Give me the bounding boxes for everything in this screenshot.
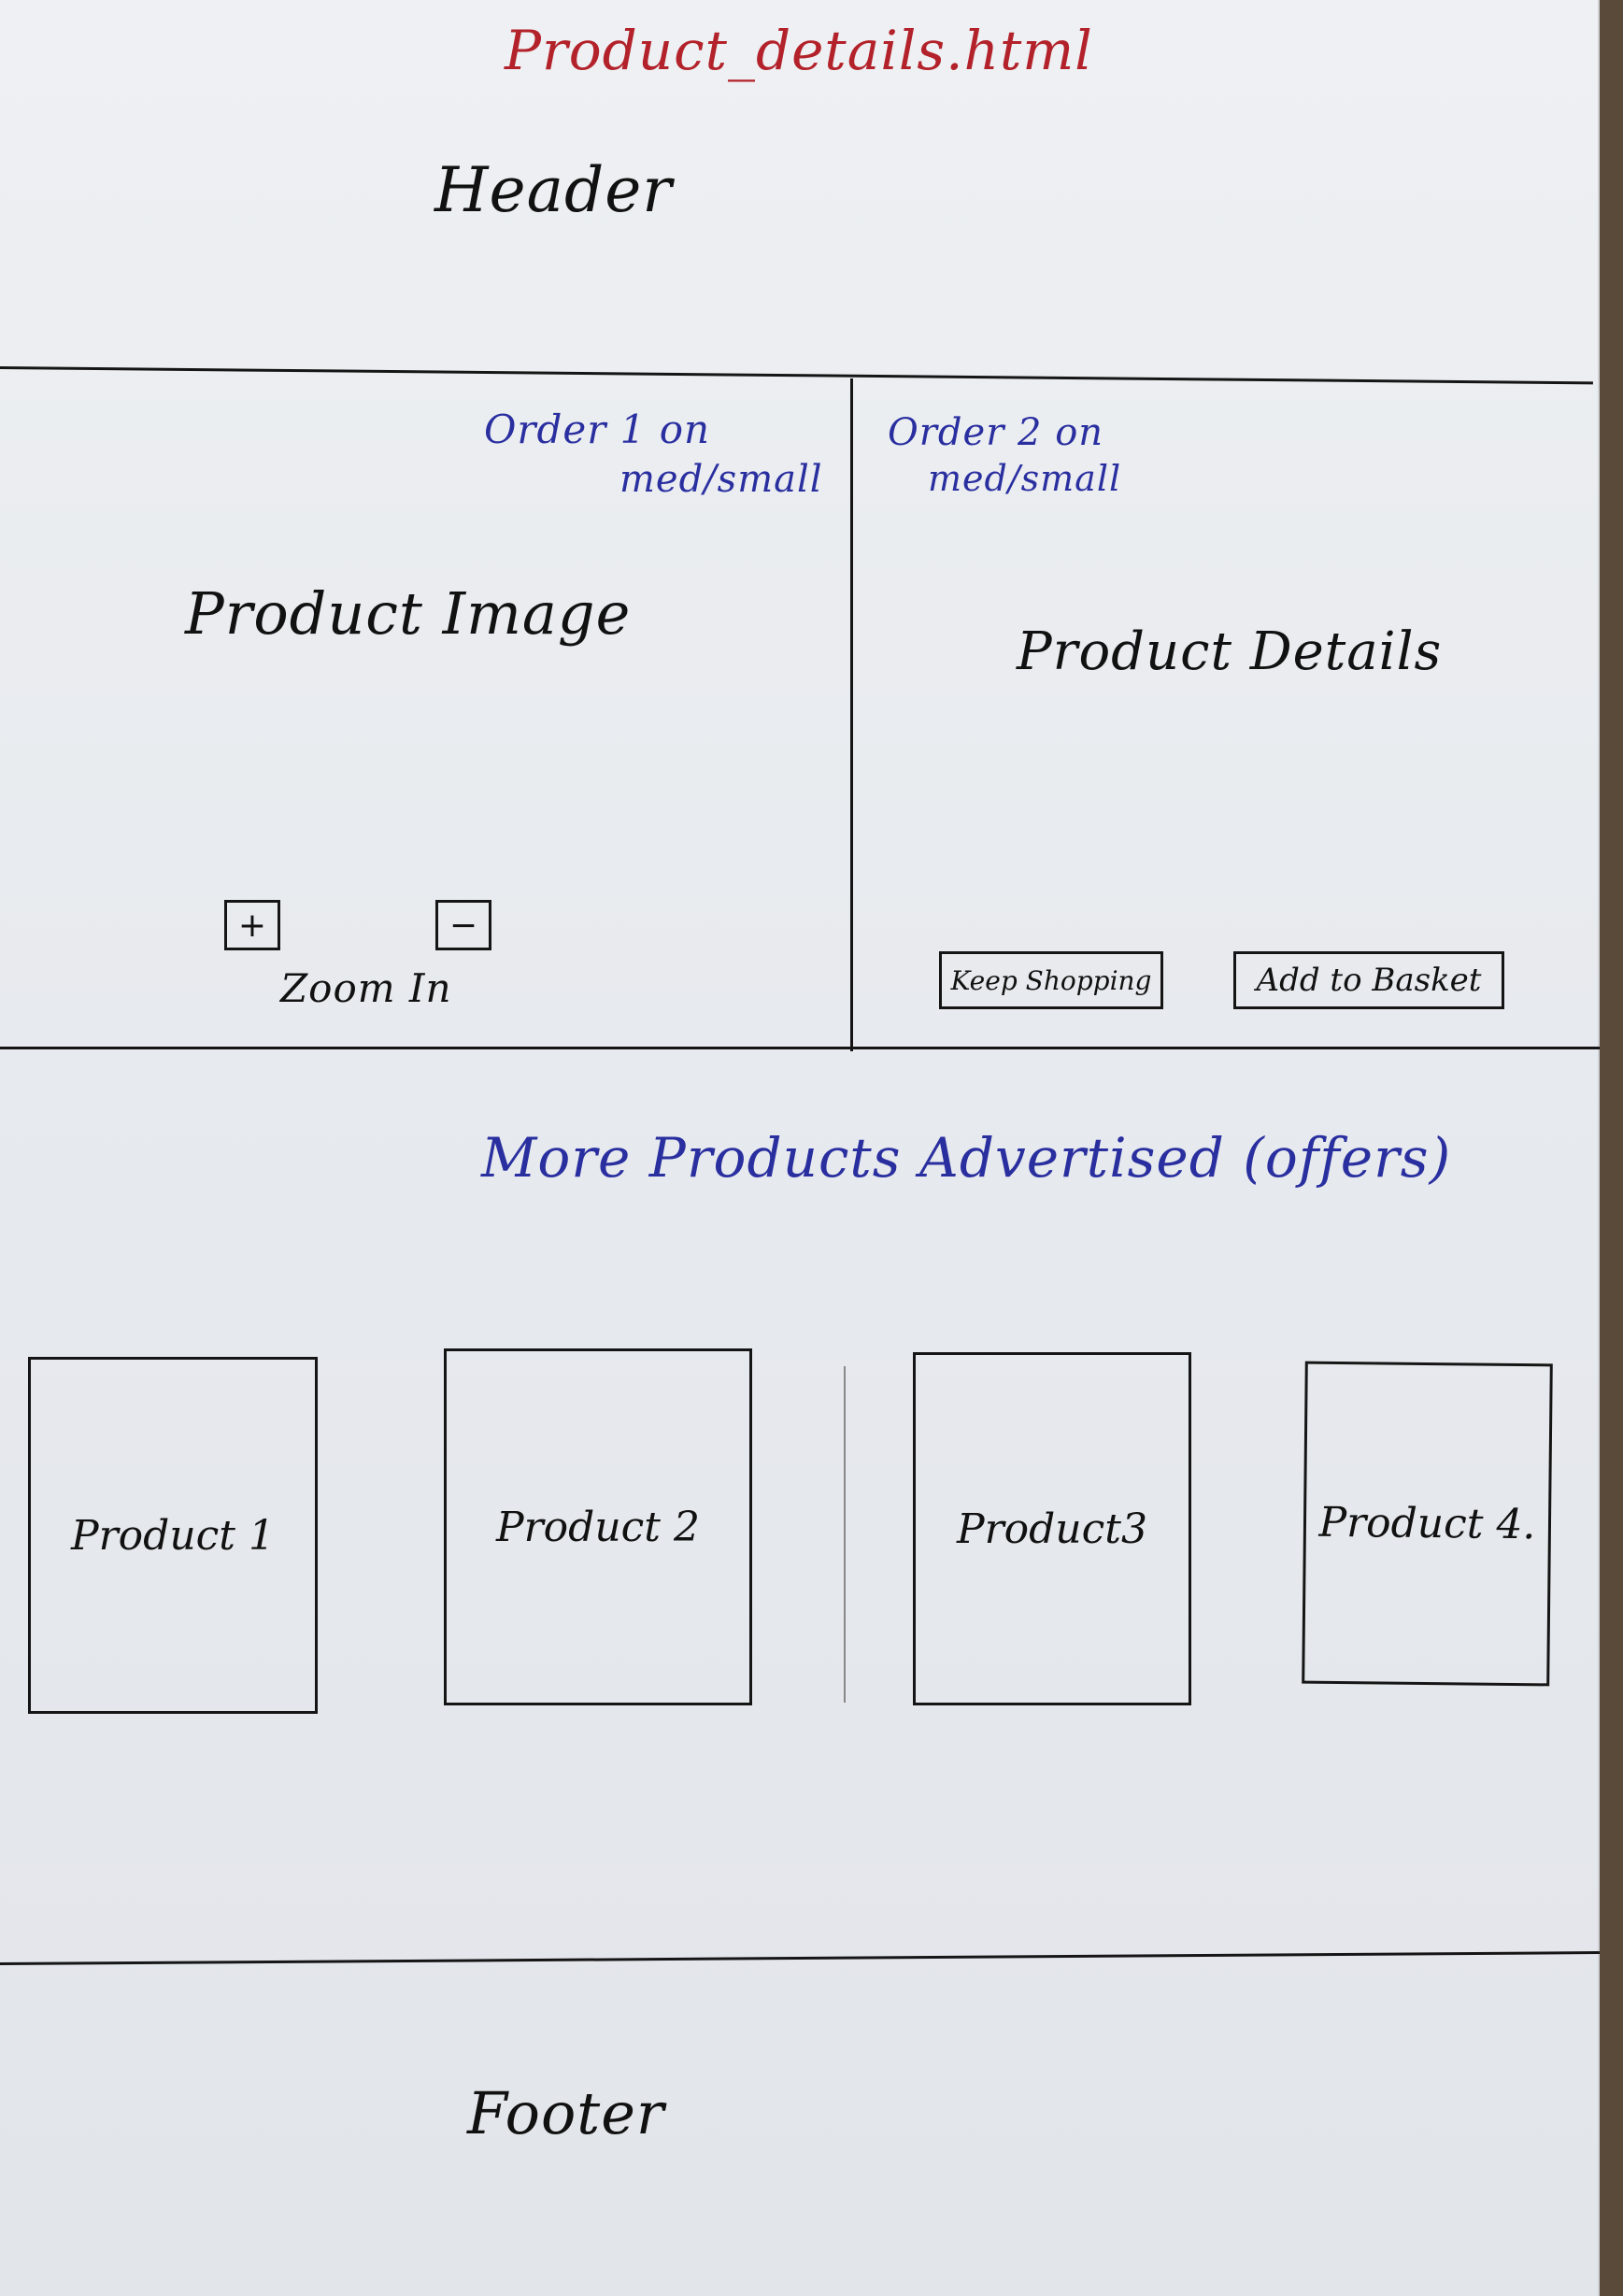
order-note-details-size: med/small <box>928 458 1122 499</box>
product-card-1[interactable]: Product 1 <box>28 1357 318 1714</box>
zoom-in-button[interactable]: + <box>224 900 280 950</box>
footer-divider <box>0 1951 1600 1965</box>
product-image-placeholder: Product Image <box>185 579 632 648</box>
product-card-4[interactable]: Product 4. <box>1302 1361 1553 1687</box>
product-details-placeholder: Product Details <box>1017 621 1443 682</box>
product-card-2[interactable]: Product 2 <box>444 1348 752 1705</box>
footer-label: Footer <box>467 2079 665 2147</box>
keep-shopping-button[interactable]: Keep Shopping <box>939 951 1163 1009</box>
header-label: Header <box>434 154 673 226</box>
order-note-image-size: med/small <box>619 458 823 501</box>
product-card-label: Product 4. <box>1318 1498 1536 1549</box>
order-note-image: Order 1 on <box>484 406 711 452</box>
product-card-3[interactable]: Product3 <box>913 1352 1191 1705</box>
header-divider <box>0 366 1593 385</box>
order-note-details: Order 2 on <box>888 411 1104 454</box>
more-products-heading: More Products Advertised (offers) <box>481 1126 1452 1190</box>
main-divider <box>0 1047 1600 1049</box>
product-card-label: Product 1 <box>71 1511 275 1560</box>
card-separator <box>844 1366 846 1703</box>
product-card-label: Product 2 <box>496 1503 700 1551</box>
zoom-out-button[interactable]: − <box>435 900 491 950</box>
page-title: Product_details.html <box>505 19 1093 82</box>
product-card-label: Product3 <box>957 1505 1147 1553</box>
zoom-label: Zoom In <box>280 965 452 1011</box>
add-to-basket-button[interactable]: Add to Basket <box>1233 951 1504 1009</box>
main-column-divider <box>850 378 853 1051</box>
